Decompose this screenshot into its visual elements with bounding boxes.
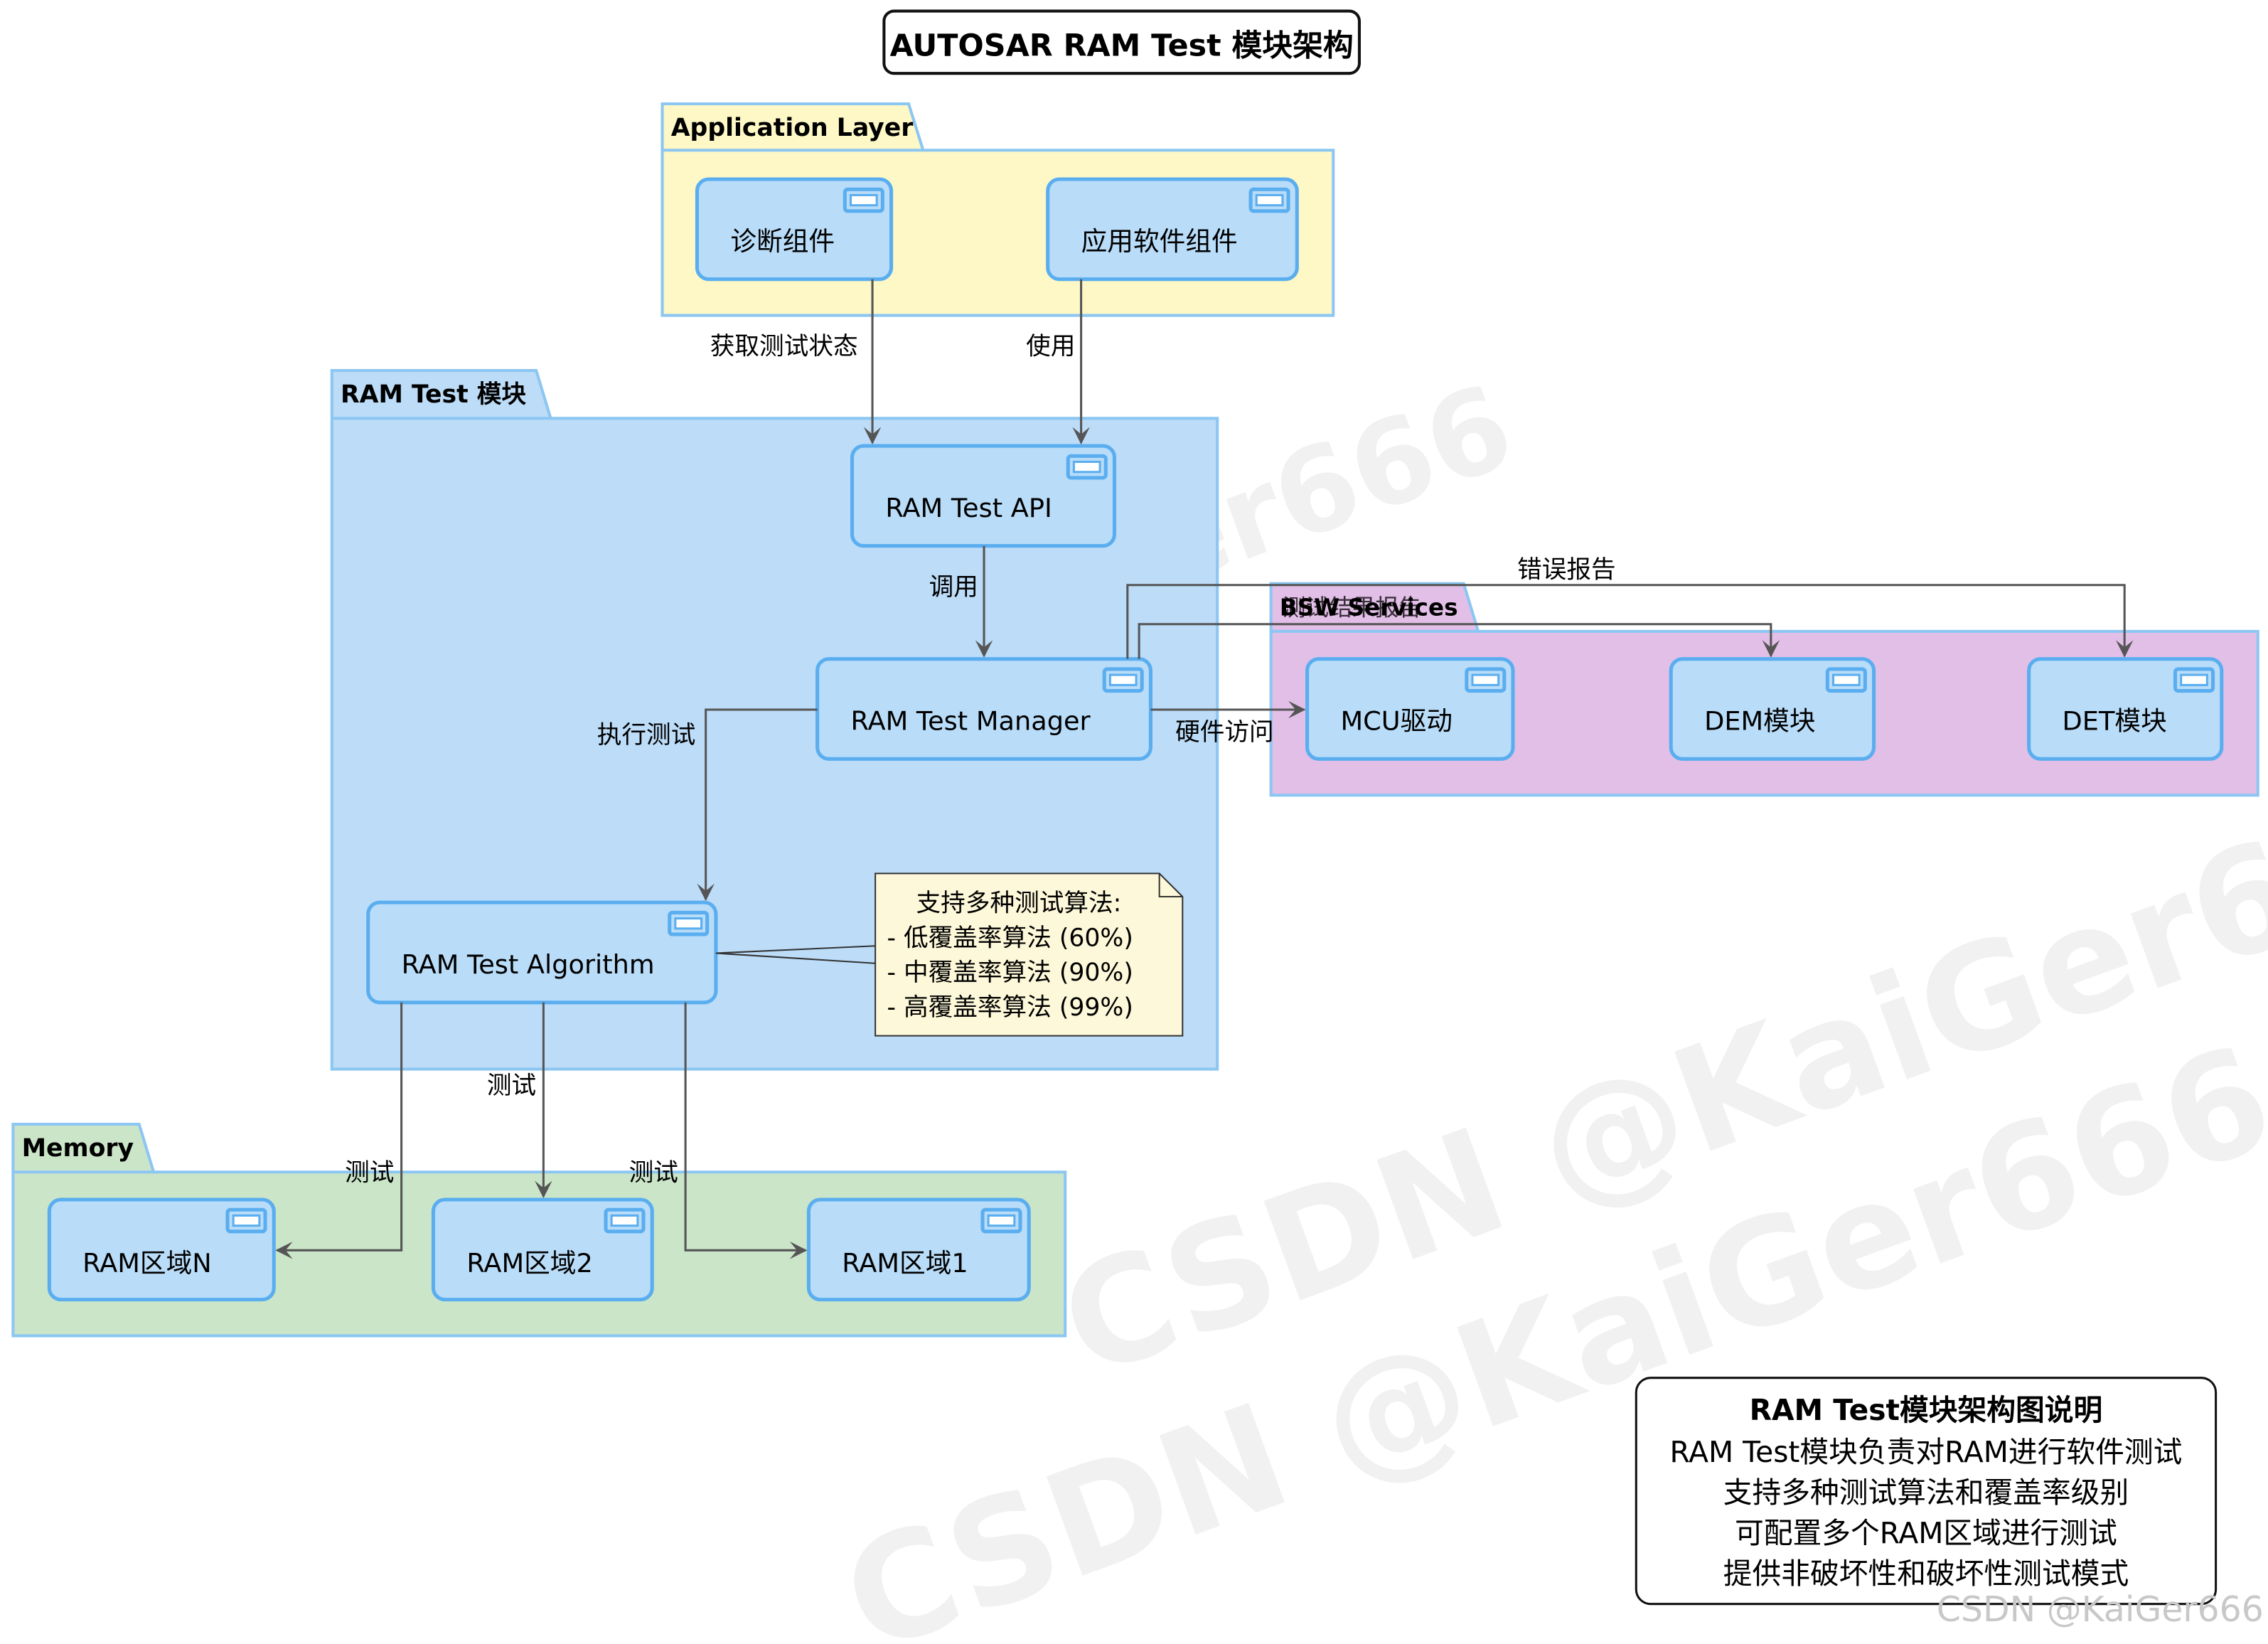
legend-line: 可配置多个RAM区域进行测试 xyxy=(1735,1516,2117,1550)
component-det[interactable]: DET模块 xyxy=(2027,657,2224,761)
edge-label: 执行测试 xyxy=(597,721,696,749)
overlapping-label: 测试结果报告 xyxy=(1283,594,1422,621)
component-icon xyxy=(843,187,884,213)
component-label: 诊断组件 xyxy=(730,226,835,257)
component-icon xyxy=(1248,187,1290,213)
edge-error-report xyxy=(1126,584,2134,659)
legend-line: RAM Test模块负责对RAM进行软件测试 xyxy=(1670,1435,2183,1469)
component-label: RAM Test Manager xyxy=(851,706,1091,737)
package-label: Application Layer xyxy=(671,114,914,142)
component-ram-region-n[interactable]: RAM区域N xyxy=(47,1197,276,1302)
component-ram-test-manager[interactable]: RAM Test Manager xyxy=(815,657,1152,761)
component-ram-region-2[interactable]: RAM区域2 xyxy=(431,1197,654,1302)
component-icon xyxy=(604,1207,646,1234)
component-label: 应用软件组件 xyxy=(1081,226,1238,257)
algorithm-note: 支持多种测试算法: - 低覆盖率算法 (60%) - 中覆盖率算法 (90%) … xyxy=(715,872,1184,1037)
component-app-swc[interactable]: 应用软件组件 xyxy=(1046,177,1299,282)
edge-execute-test xyxy=(697,708,818,902)
package-label: BSW Services xyxy=(1280,594,1458,621)
component-mcu-driver[interactable]: MCU驱动 xyxy=(1305,657,1515,761)
component-label: RAM区域N xyxy=(82,1248,212,1279)
edge-labels: 获取测试状态 使用 调用 错误报告 执行测试 硬件访问 测试 测试 测试 xyxy=(345,333,1616,1187)
component-icon xyxy=(980,1207,1022,1234)
component-ram-test-algorithm[interactable]: RAM Test Algorithm xyxy=(366,900,718,1005)
edge-test-region-n xyxy=(275,1002,403,1259)
component-label: RAM Test Algorithm xyxy=(402,949,655,980)
note-heading: 支持多种测试算法: xyxy=(916,889,1122,917)
component-icon xyxy=(225,1207,267,1234)
package-label: RAM Test 模块 xyxy=(341,380,526,409)
legend-line: 提供非破坏性和破坏性测试模式 xyxy=(1723,1557,2129,1591)
note-item: - 中覆盖率算法 (90%) xyxy=(887,959,1133,987)
legend-box: RAM Test模块架构图说明 RAM Test模块负责对RAM进行软件测试 支… xyxy=(1635,1377,2218,1606)
corner-watermark: CSDN @KaiGer666 xyxy=(1937,1589,2264,1630)
edge-label: 错误报告 xyxy=(1517,556,1616,585)
component-icon xyxy=(1825,667,1867,693)
component-icon xyxy=(2173,667,2215,693)
component-icon xyxy=(1066,454,1108,480)
note-item: - 低覆盖率算法 (60%) xyxy=(887,924,1133,952)
component-ram-test-api[interactable]: RAM Test API xyxy=(850,444,1117,548)
edge-label: 获取测试状态 xyxy=(710,333,858,361)
edge-test-result xyxy=(1138,623,1780,659)
edge-label: 测试 xyxy=(345,1158,394,1187)
edge-label: 测试 xyxy=(629,1158,678,1187)
component-dem[interactable]: DEM模块 xyxy=(1669,657,1876,761)
component-icon xyxy=(668,910,710,936)
edge-label: 测试 xyxy=(487,1072,536,1100)
component-label: DET模块 xyxy=(2063,706,2167,737)
component-icon xyxy=(1465,667,1507,693)
legend-title: RAM Test模块架构图说明 xyxy=(1750,1393,2103,1427)
component-label: DEM模块 xyxy=(1704,706,1815,737)
diagram-title-text: AUTOSAR RAM Test 模块架构 xyxy=(890,28,1354,64)
edge-label: 使用 xyxy=(1026,333,1075,361)
component-label: RAM区域1 xyxy=(842,1248,968,1279)
component-label: RAM Test API xyxy=(885,493,1052,523)
component-label: RAM区域2 xyxy=(466,1248,592,1279)
component-label: MCU驱动 xyxy=(1340,706,1453,737)
edge-test-region-1 xyxy=(684,1002,808,1259)
component-diagnostic[interactable]: 诊断组件 xyxy=(695,177,894,282)
diagram-title: AUTOSAR RAM Test 模块架构 xyxy=(882,9,1361,75)
package-label: Memory xyxy=(22,1134,134,1163)
edge-label: 调用 xyxy=(929,573,978,602)
edge-label: 硬件访问 xyxy=(1175,718,1274,747)
component-ram-region-1[interactable]: RAM区域1 xyxy=(806,1197,1031,1302)
note-item: - 高覆盖率算法 (99%) xyxy=(887,993,1133,1022)
component-icon xyxy=(1102,667,1144,693)
edges xyxy=(275,279,2134,1259)
legend-line: 支持多种测试算法和覆盖率级别 xyxy=(1723,1475,2129,1510)
